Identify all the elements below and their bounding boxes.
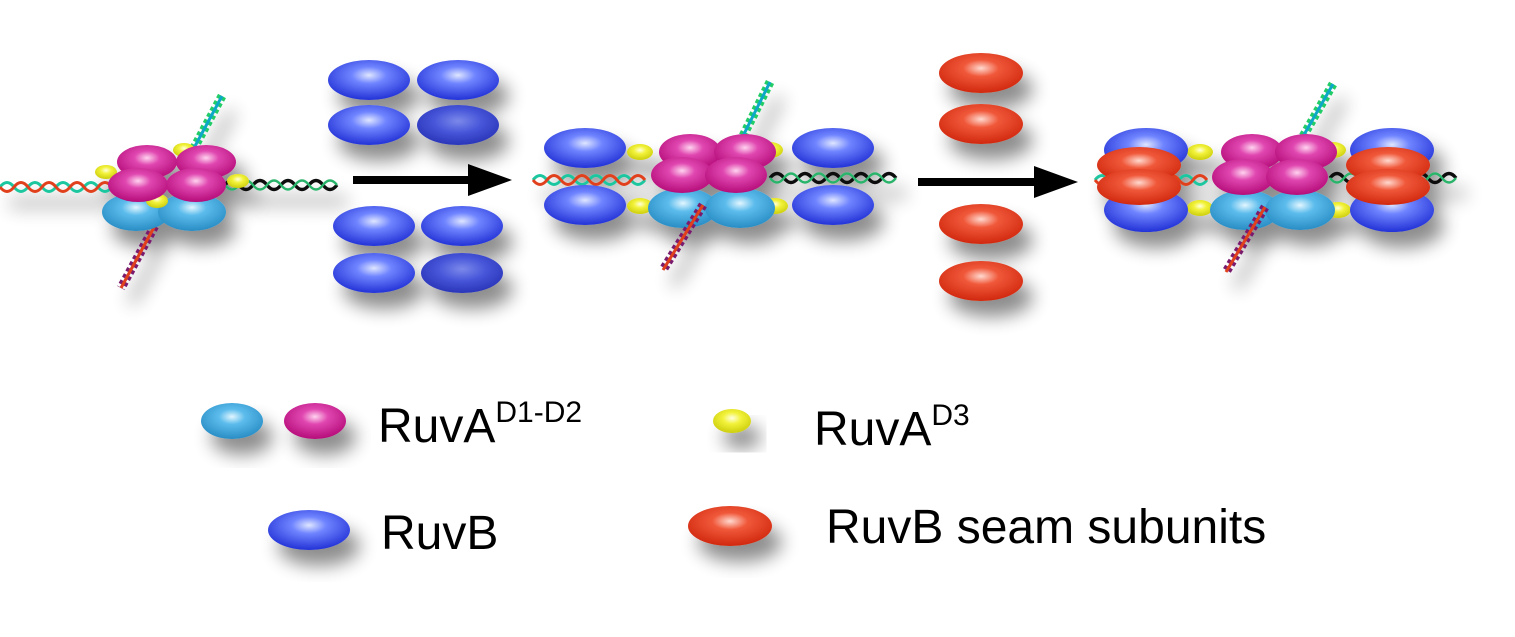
ruvb-seam-subunit	[1346, 169, 1430, 205]
ruva-d3-subunit	[1187, 144, 1213, 160]
ruvb-subunit	[417, 60, 499, 100]
ruva-cyan-subunit	[1265, 190, 1335, 230]
ruvb-seam-subunit	[1097, 169, 1181, 205]
ruva-d3-subunit	[95, 165, 117, 179]
dna-lower-arm	[117, 217, 162, 291]
ruva-cyan-subunit	[158, 193, 226, 231]
legend-cyan-swatch	[201, 403, 263, 439]
legend-magenta-swatch	[284, 403, 346, 439]
legend-ruva-d1-d2: RuvAD1-D2	[201, 396, 582, 453]
ruvb-seam-subunit	[939, 204, 1023, 244]
ruva-magenta-subunit	[651, 157, 713, 193]
dna-lower-arm	[659, 202, 707, 273]
legend-label-ruva-d1-d2: RuvAD1-D2	[378, 396, 582, 453]
legend-red-swatch	[688, 506, 772, 546]
ruvb-subunit	[792, 128, 874, 168]
ruvb-subunit	[333, 253, 415, 293]
ruvb-seam-subunit	[939, 53, 1023, 93]
legend-yellow-swatch	[713, 409, 751, 433]
ruvb-subunit	[792, 185, 874, 225]
ruva-magenta-subunit	[166, 168, 226, 202]
ruva-cyan-subunit	[648, 188, 718, 228]
legend-label-ruva-d1-d2-superscript: D1-D2	[495, 396, 582, 429]
ruvb-seam-subunit	[939, 261, 1023, 301]
ruvb-pool-1	[328, 60, 503, 293]
ruvb-subunit	[417, 105, 499, 145]
ruva-d3-subunit	[227, 174, 249, 188]
legend-ruva-d3: RuvAD3	[713, 399, 970, 456]
legend-ruvb-seam: RuvB seam subunits	[688, 501, 1266, 554]
legend-blue-swatch	[268, 510, 350, 550]
ruvb-seam-subunit	[939, 104, 1023, 144]
dna-upper-arm	[736, 79, 775, 143]
ruvb-subunit	[544, 128, 626, 168]
stage-2-ruva-ruvb	[531, 79, 898, 273]
ruvb-subunit	[328, 105, 410, 145]
ruva-d3-subunit	[627, 144, 653, 160]
legend-label-ruva-d3: RuvAD3	[814, 399, 970, 456]
ruvb-subunit	[421, 253, 503, 293]
ruva-cyan-subunit	[705, 188, 775, 228]
legend-label-ruva-d3-base: RuvA	[814, 403, 931, 456]
ruva-d3-subunit	[1187, 200, 1213, 216]
ruvb-subunit	[544, 185, 626, 225]
legend-label-ruva-d1-d2-base: RuvA	[378, 400, 495, 453]
legend-ruvb: RuvB	[268, 507, 498, 560]
ruva-d3-subunit	[627, 198, 653, 214]
dna-horizontal-arm	[531, 171, 898, 186]
ruva-magenta-subunit	[705, 157, 767, 193]
stage-3-ruva-ruvb-seam	[1093, 81, 1458, 275]
dna-lower-arm	[1222, 204, 1269, 275]
ruva-magenta-subunit	[1266, 159, 1328, 195]
ruvb-subunit	[421, 206, 503, 246]
legend: RuvAD1-D2 RuvAD3 RuvB RuvB seam subunits	[201, 396, 1266, 560]
stage-1-ruva-junction	[0, 93, 339, 291]
ruva-magenta-subunit	[108, 168, 168, 202]
legend-label-ruvb: RuvB	[381, 507, 498, 560]
dna-upper-arm	[190, 93, 226, 151]
legend-label-ruvb-seam: RuvB seam subunits	[826, 501, 1266, 554]
ruvb-subunit	[333, 206, 415, 246]
ruva-magenta-subunit	[1212, 159, 1274, 195]
ruvb-subunit	[328, 60, 410, 100]
legend-label-ruva-d3-superscript: D3	[931, 399, 969, 432]
dna-upper-arm	[1297, 81, 1337, 143]
arrow-1	[353, 164, 512, 196]
ruvb-seam-pool	[939, 53, 1023, 301]
ruva-cyan-subunit	[1210, 190, 1280, 230]
arrow-2	[918, 166, 1078, 198]
